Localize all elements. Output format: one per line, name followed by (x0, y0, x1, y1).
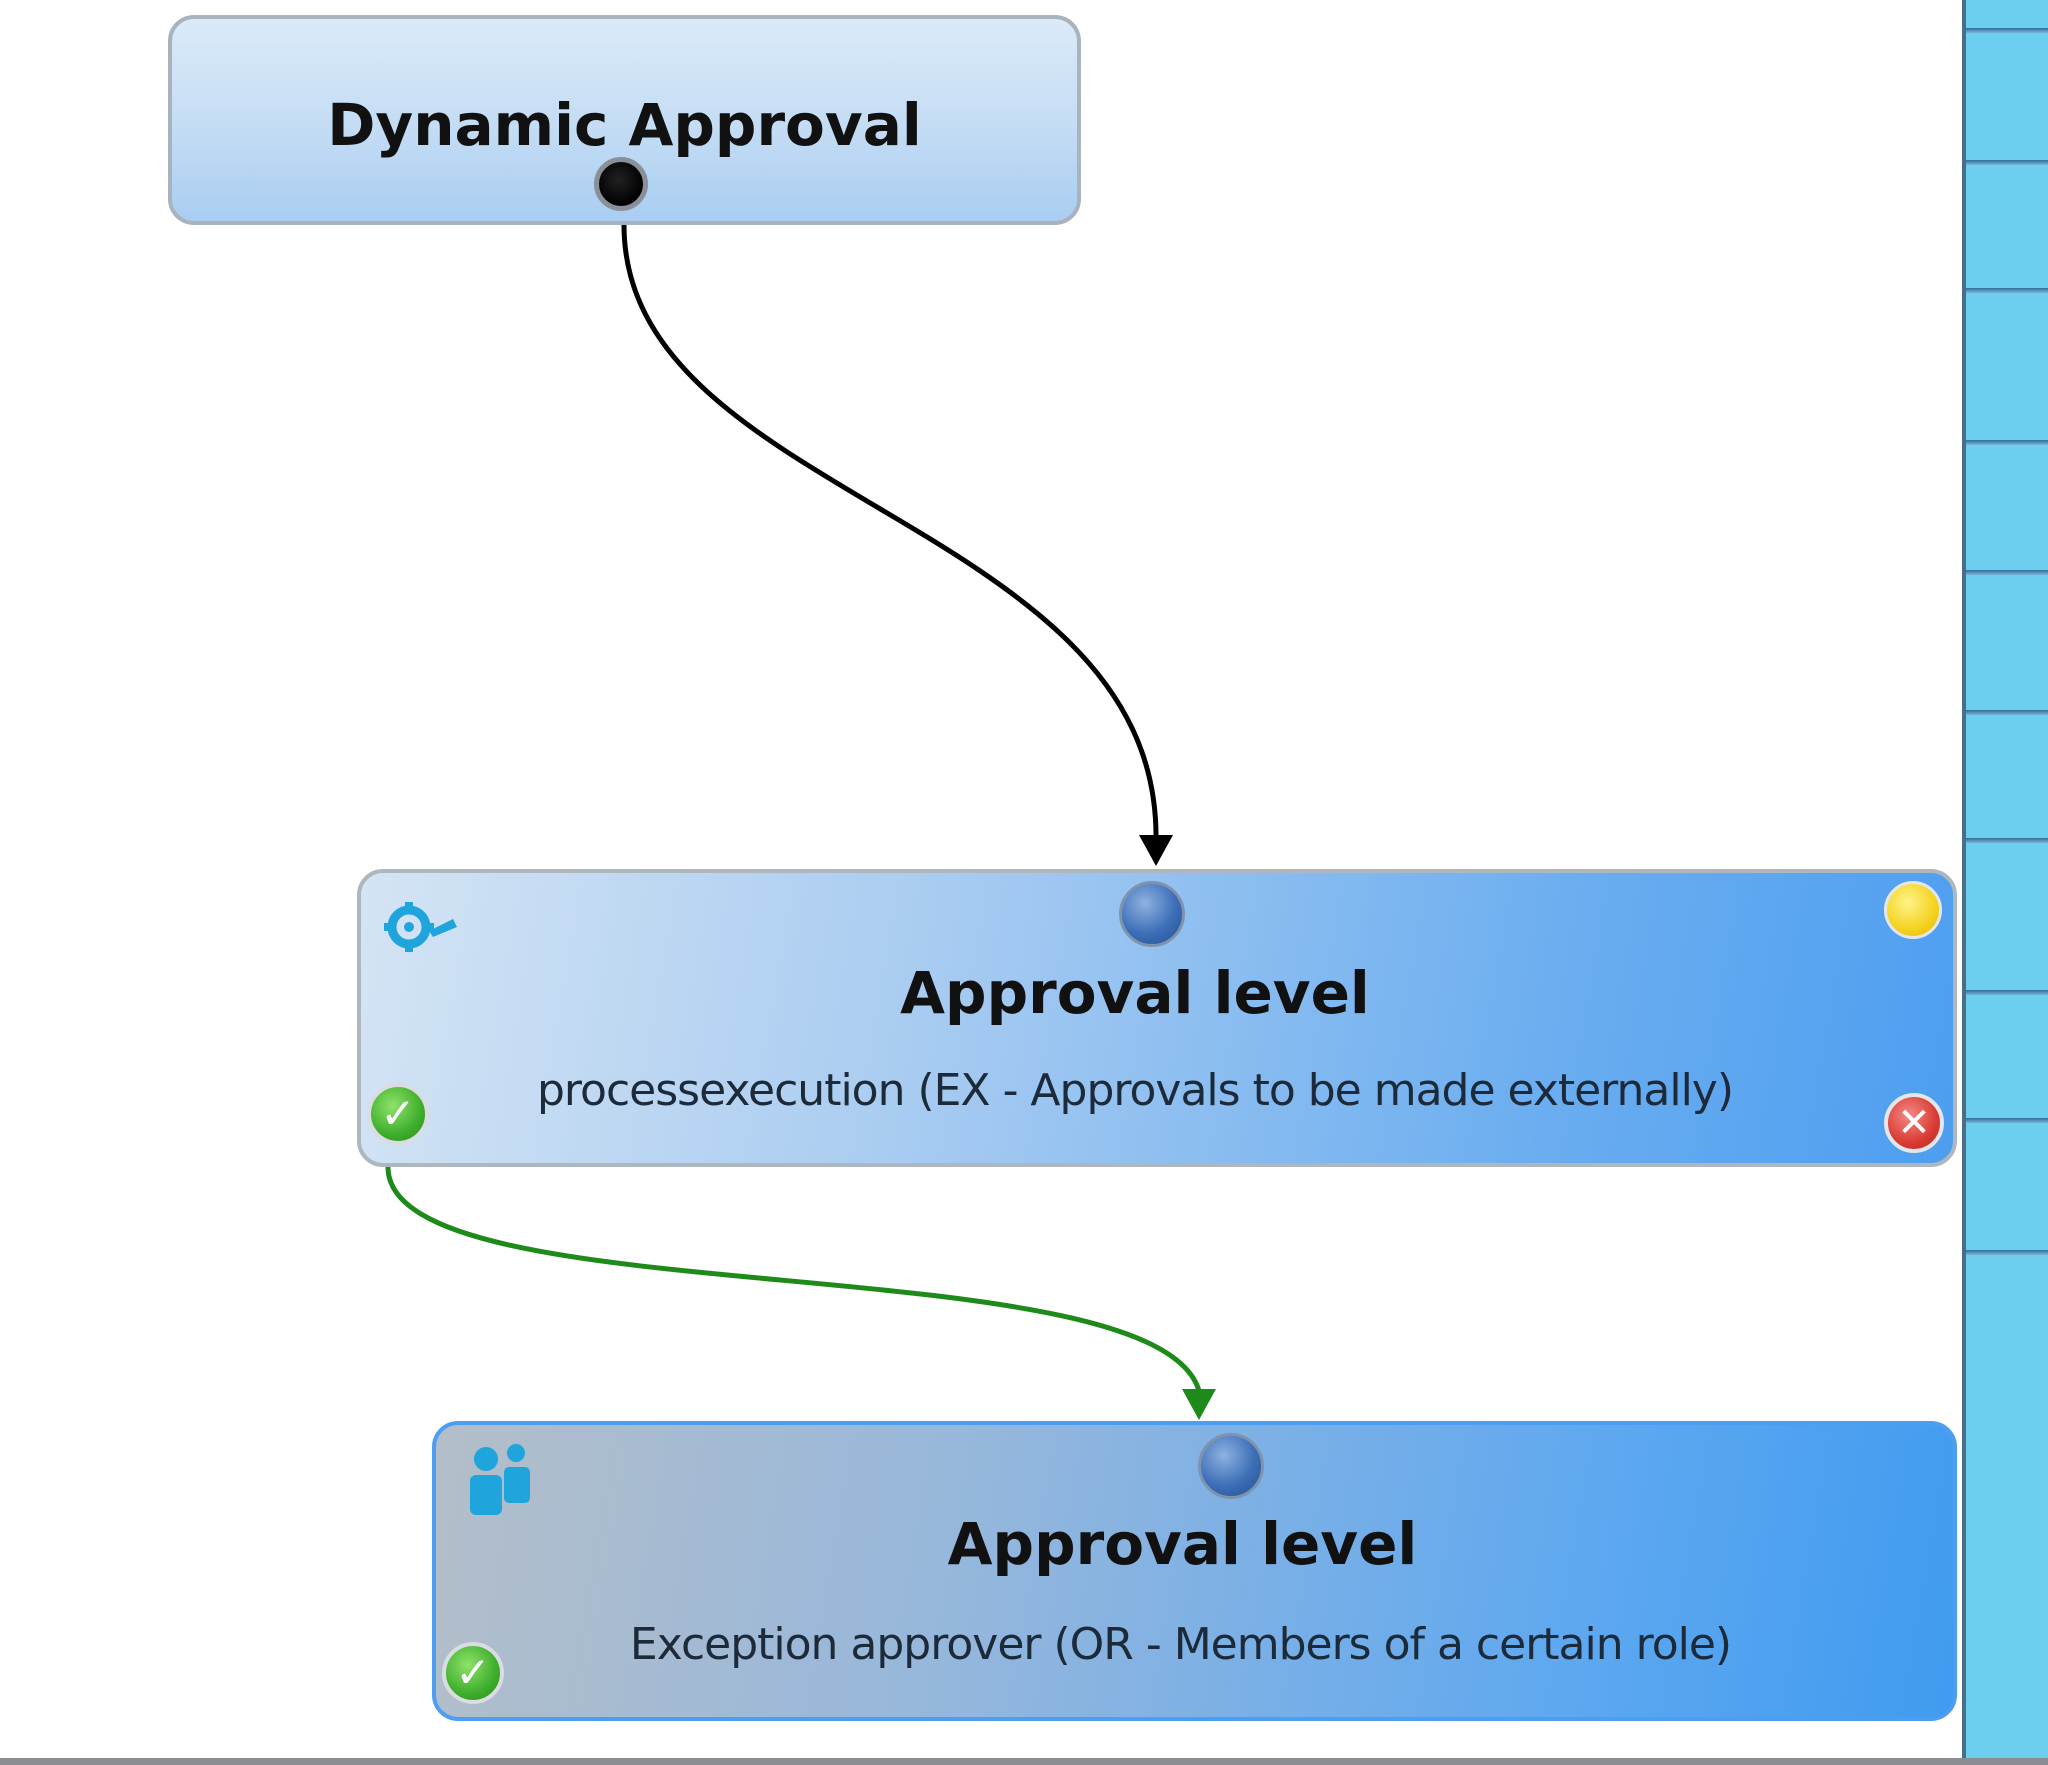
output-port[interactable] (594, 157, 648, 211)
node-approval-level-2[interactable]: Approval level Exception approver (OR - … (432, 1421, 1957, 1721)
side-panel-row-divider (1966, 838, 2048, 843)
checkmark-icon[interactable]: ✓ (367, 1083, 429, 1145)
workflow-canvas[interactable]: Dynamic Approval Approval level processe… (0, 0, 1962, 1758)
edge-level1-to-level2[interactable] (385, 1166, 1203, 1396)
node-title: Approval level (900, 959, 1370, 1027)
node-subtitle: Exception approver (OR - Members of a ce… (629, 1619, 1732, 1670)
edge-arrowhead-start-to-level1 (1139, 835, 1173, 866)
input-port[interactable] (1198, 1433, 1264, 1499)
node-title: Approval level (947, 1510, 1418, 1578)
edge-start-to-level1[interactable] (621, 224, 1159, 841)
side-panel-row-divider (1966, 1118, 2048, 1123)
side-panel-row-divider (1966, 160, 2048, 165)
side-panel[interactable] (1962, 0, 2048, 1758)
close-icon[interactable]: ✕ (1884, 1093, 1944, 1153)
edge-arrowhead-level1-to-level2 (1182, 1389, 1216, 1420)
node-title: Dynamic Approval (327, 91, 922, 159)
warning-dot-icon[interactable] (1884, 881, 1942, 939)
node-subtitle: processexecution (EX - Approvals to be m… (536, 1065, 1734, 1116)
side-panel-row-divider (1966, 570, 2048, 575)
edges-layer (385, 224, 1216, 1420)
node-approval-level-1[interactable]: Approval level processexecution (EX - Ap… (357, 869, 1957, 1167)
side-panel-row-divider (1966, 288, 2048, 293)
side-panel-row-divider (1966, 710, 2048, 715)
side-panel-row-divider (1966, 440, 2048, 445)
input-port[interactable] (1119, 881, 1185, 947)
gear-script-icon (384, 902, 457, 952)
bottom-border (0, 1758, 2048, 1765)
side-panel-row-divider (1966, 1250, 2048, 1255)
node-dynamic-approval[interactable]: Dynamic Approval (168, 15, 1081, 225)
people-icon (470, 1444, 530, 1515)
side-panel-row-divider (1966, 28, 2048, 33)
side-panel-row-divider (1966, 990, 2048, 995)
checkmark-icon[interactable]: ✓ (442, 1642, 504, 1704)
